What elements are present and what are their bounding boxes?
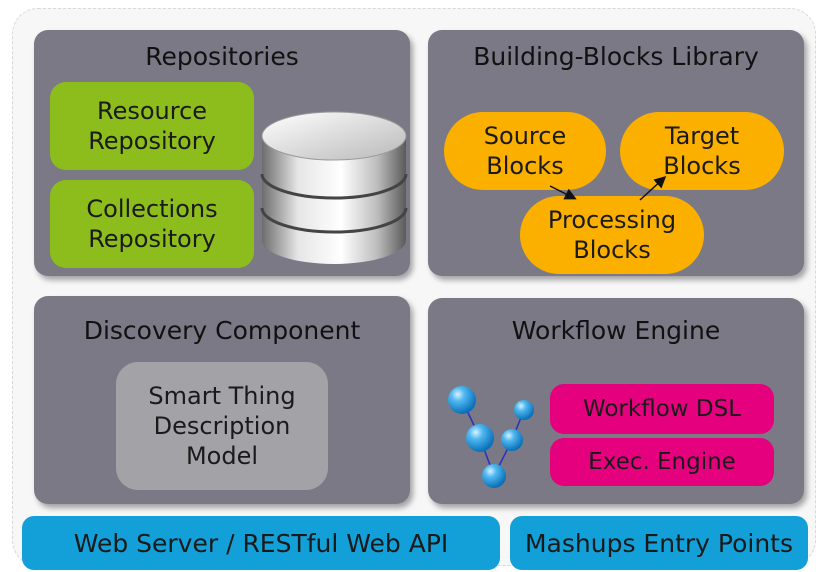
workflow-title: Workflow Engine <box>511 316 721 345</box>
exec-engine: Exec. Engine <box>550 438 774 486</box>
resource-repository-line2: Repository <box>88 127 216 155</box>
target-blocks: Target Blocks <box>620 112 784 190</box>
repositories-panel: Repositories Resource Repository Collect… <box>34 30 410 276</box>
processing-blocks-line1: Processing <box>547 206 677 234</box>
workflow-dsl: Workflow DSL <box>550 384 774 434</box>
model-line3: Model <box>185 442 259 470</box>
workflow-graph-icon <box>448 386 534 488</box>
collections-repository-line1: Collections <box>86 195 218 223</box>
discovery-panel: Discovery Component Smart Thing Descript… <box>34 296 410 504</box>
building-blocks-title: Building-Blocks Library <box>473 42 759 71</box>
target-blocks-line1: Target <box>664 122 740 150</box>
processing-blocks-line2: Blocks <box>573 236 651 264</box>
resource-repository-line1: Resource <box>96 97 208 125</box>
model-line2: Description <box>153 412 291 440</box>
collections-repository: Collections Repository <box>50 180 254 268</box>
building-blocks-panel: Building-Blocks Library Source Blocks Ta… <box>428 30 804 276</box>
processing-to-target-arrow <box>639 175 667 201</box>
block-flow-arrows <box>549 175 667 201</box>
source-blocks-line2: Blocks <box>486 152 564 180</box>
repositories-title: Repositories <box>145 42 299 71</box>
database-icon <box>260 111 408 264</box>
smart-thing-description-model: Smart Thing Description Model <box>116 362 328 490</box>
model-line1: Smart Thing <box>148 382 296 410</box>
web-server-restful-api: Web Server / RESTful Web API <box>22 516 500 570</box>
mashups-entry-points: Mashups Entry Points <box>510 516 808 570</box>
source-blocks-line1: Source <box>483 122 567 150</box>
source-to-processing-arrow <box>549 185 577 200</box>
workflow-panel: Workflow Engine Workflow DSL Exec. Engin… <box>428 298 804 504</box>
discovery-title: Discovery Component <box>83 316 361 345</box>
resource-repository: Resource Repository <box>50 82 254 170</box>
collections-repository-line2: Repository <box>88 225 216 253</box>
source-blocks: Source Blocks <box>444 112 606 190</box>
target-blocks-line2: Blocks <box>663 152 741 180</box>
processing-blocks: Processing Blocks <box>520 196 704 274</box>
